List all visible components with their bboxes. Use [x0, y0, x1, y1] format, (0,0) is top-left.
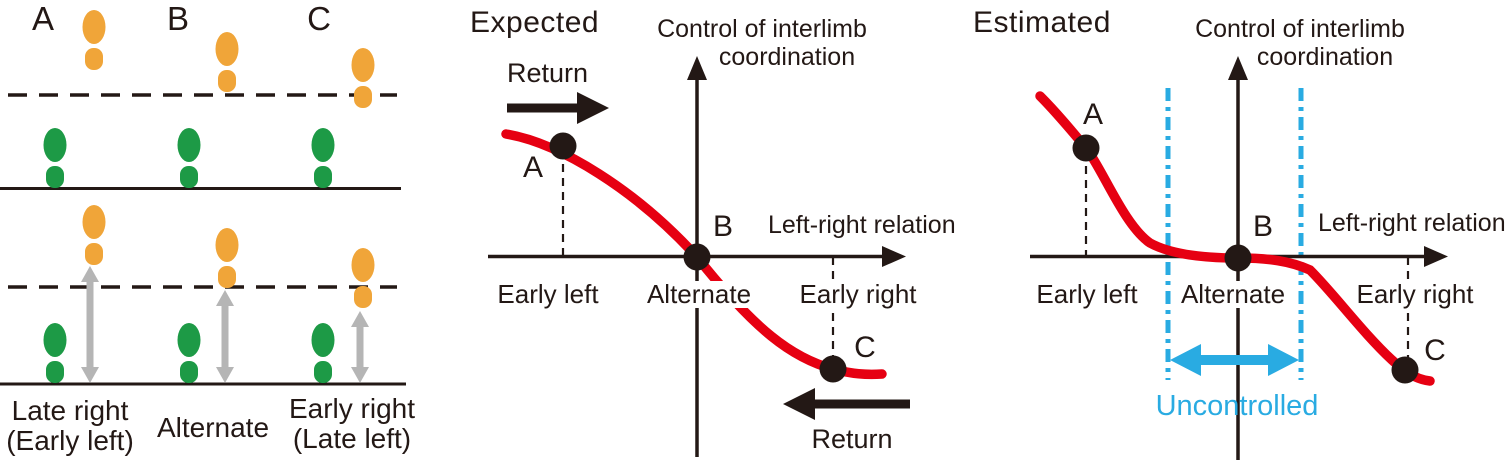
point-a-label: A: [1082, 98, 1104, 131]
right-footprint-a-bottom: [82, 205, 106, 265]
return-arrow-right-icon: [507, 92, 609, 124]
caption-early-right: Early right (Late left): [289, 394, 415, 454]
point-a-dot: [549, 132, 577, 160]
uncontrolled-label: Uncontrolled: [1155, 390, 1319, 422]
step-distance-arrow-a-icon: [81, 266, 99, 383]
right-footprint-b-bottom: [215, 228, 239, 288]
estimated-graph: [1030, 56, 1448, 460]
point-b-dot: [1224, 244, 1252, 272]
region-early-right: Early right: [1353, 280, 1477, 309]
column-letter-b: B: [166, 0, 190, 37]
point-b-label: B: [712, 210, 734, 243]
caption-alternate: Alternate: [157, 413, 269, 443]
right-footprint-c-bottom: [351, 248, 375, 308]
caption-line: Early right: [288, 393, 416, 424]
x-axis-arrowhead-icon: [1424, 246, 1448, 267]
y-axis-arrowhead-icon: [687, 56, 707, 80]
point-c-dot: [1391, 356, 1419, 384]
x-axis-label: Left-right relation: [768, 211, 956, 239]
footstep-diagram: [0, 10, 406, 386]
left-footprint-b-bottom: [177, 323, 201, 383]
y-axis-label-line1: Control of interlimb: [1195, 15, 1405, 43]
point-b-dot: [683, 243, 711, 271]
estimated-title: Estimated: [973, 6, 1111, 39]
uncontrolled-range-arrow-icon: [1170, 344, 1299, 376]
region-alternate: Alternate: [1177, 280, 1289, 309]
estimated-curve: [1035, 91, 1435, 386]
point-a-label: A: [522, 151, 544, 184]
caption-late-right: Late right (Early left): [6, 396, 134, 456]
left-footprint-b-top: [177, 128, 201, 188]
caption-line: Alternate: [156, 412, 270, 443]
return-label-top: Return: [507, 58, 589, 88]
right-footprint-a-top: [82, 10, 106, 70]
y-axis-label-line1: Control of interlimb: [657, 15, 867, 43]
point-c-label: C: [1424, 334, 1446, 367]
point-a-dot: [1072, 134, 1100, 162]
step-distance-arrow-c-icon: [351, 311, 369, 383]
x-axis-arrowhead-icon: [882, 246, 906, 267]
column-letter-a: A: [31, 0, 55, 37]
region-early-left: Early left: [1036, 279, 1138, 309]
y-axis-arrowhead-icon: [1228, 56, 1248, 80]
region-alternate: Alternate: [643, 280, 755, 309]
left-footprint-a-top: [43, 128, 67, 188]
right-footprint-b-top: [215, 32, 239, 92]
x-axis-label: Left-right relation: [1318, 209, 1505, 237]
return-label-bottom: Return: [811, 424, 893, 454]
point-c-label: C: [854, 331, 876, 364]
expected-graph: [488, 56, 910, 457]
region-early-left: Early left: [497, 279, 599, 309]
y-axis-label-line2: coordination: [1256, 43, 1394, 71]
caption-line: Late right: [11, 395, 129, 426]
expected-title: Expected: [470, 6, 600, 39]
point-b-label: B: [1252, 210, 1274, 243]
left-footprint-a-bottom: [43, 323, 67, 383]
caption-line: (Late left): [292, 422, 412, 454]
left-footprint-c-top: [311, 128, 335, 188]
point-c-dot: [819, 355, 847, 383]
caption-line: (Early left): [6, 424, 134, 456]
column-letter-c: C: [307, 0, 331, 37]
y-axis-label-line2: coordination: [718, 43, 856, 71]
left-footprint-c-bottom: [311, 323, 335, 383]
right-footprint-c-top: [351, 48, 375, 108]
step-distance-arrow-b-icon: [216, 290, 234, 383]
return-arrow-left-icon: [783, 388, 910, 420]
region-early-right: Early right: [796, 280, 920, 309]
